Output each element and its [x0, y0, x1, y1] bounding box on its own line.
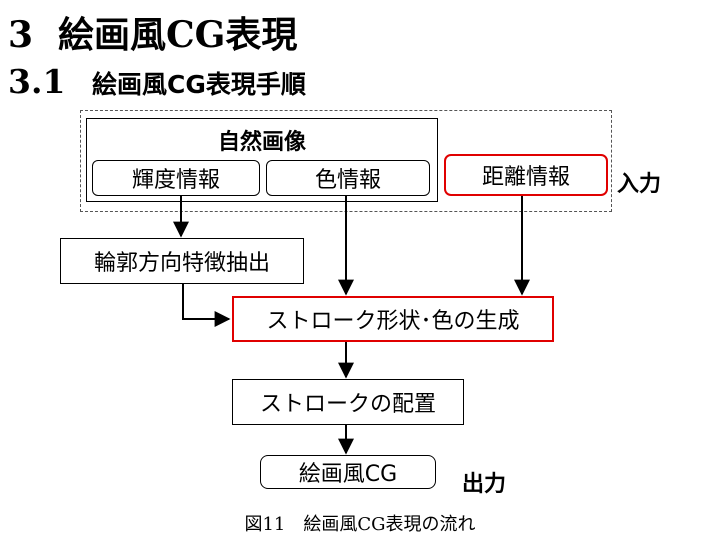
subsection-heading: 3.1 絵画風CG表現手順 [8, 62, 306, 101]
color-info-label: 色情報 [314, 168, 381, 193]
subsection-number: 3.1 [8, 62, 66, 101]
distance-info-label: 距離情報 [481, 165, 570, 190]
painterly-cg-box: 絵画風CG [260, 455, 436, 489]
distance-info-box: 距離情報 [444, 154, 608, 196]
input-label: 入力 [617, 172, 662, 197]
output-label: 出力 [462, 472, 507, 497]
stroke-shape-color-box: ストローク形状･色の生成 [232, 296, 554, 342]
section-title: 絵画風CG表現 [58, 14, 298, 56]
arrow-edge-to-stroke-shape [182, 284, 231, 327]
painterly-cg-label: 絵画風CG [298, 462, 398, 487]
edge-direction-label: 輪郭方向特徴抽出 [93, 251, 270, 276]
section-number: 3 [8, 14, 34, 56]
natural-image-label: 自然画像 [217, 130, 306, 155]
section-heading: 3 絵画風CG表現 [8, 6, 297, 58]
luminance-info-label: 輝度情報 [131, 168, 220, 193]
figure-caption: 図11 絵画風CG表現の流れ [244, 514, 476, 535]
stroke-placement-box: ストロークの配置 [232, 379, 464, 425]
natural-image-box [86, 118, 438, 202]
luminance-info-box: 輝度情報 [92, 160, 260, 196]
subsection-title: 絵画風CG表現手順 [92, 70, 306, 99]
color-info-box: 色情報 [266, 160, 430, 196]
edge-direction-box: 輪郭方向特徴抽出 [60, 238, 304, 284]
stroke-shape-color-label: ストローク形状･色の生成 [266, 309, 520, 334]
stroke-placement-label: ストロークの配置 [259, 392, 436, 417]
